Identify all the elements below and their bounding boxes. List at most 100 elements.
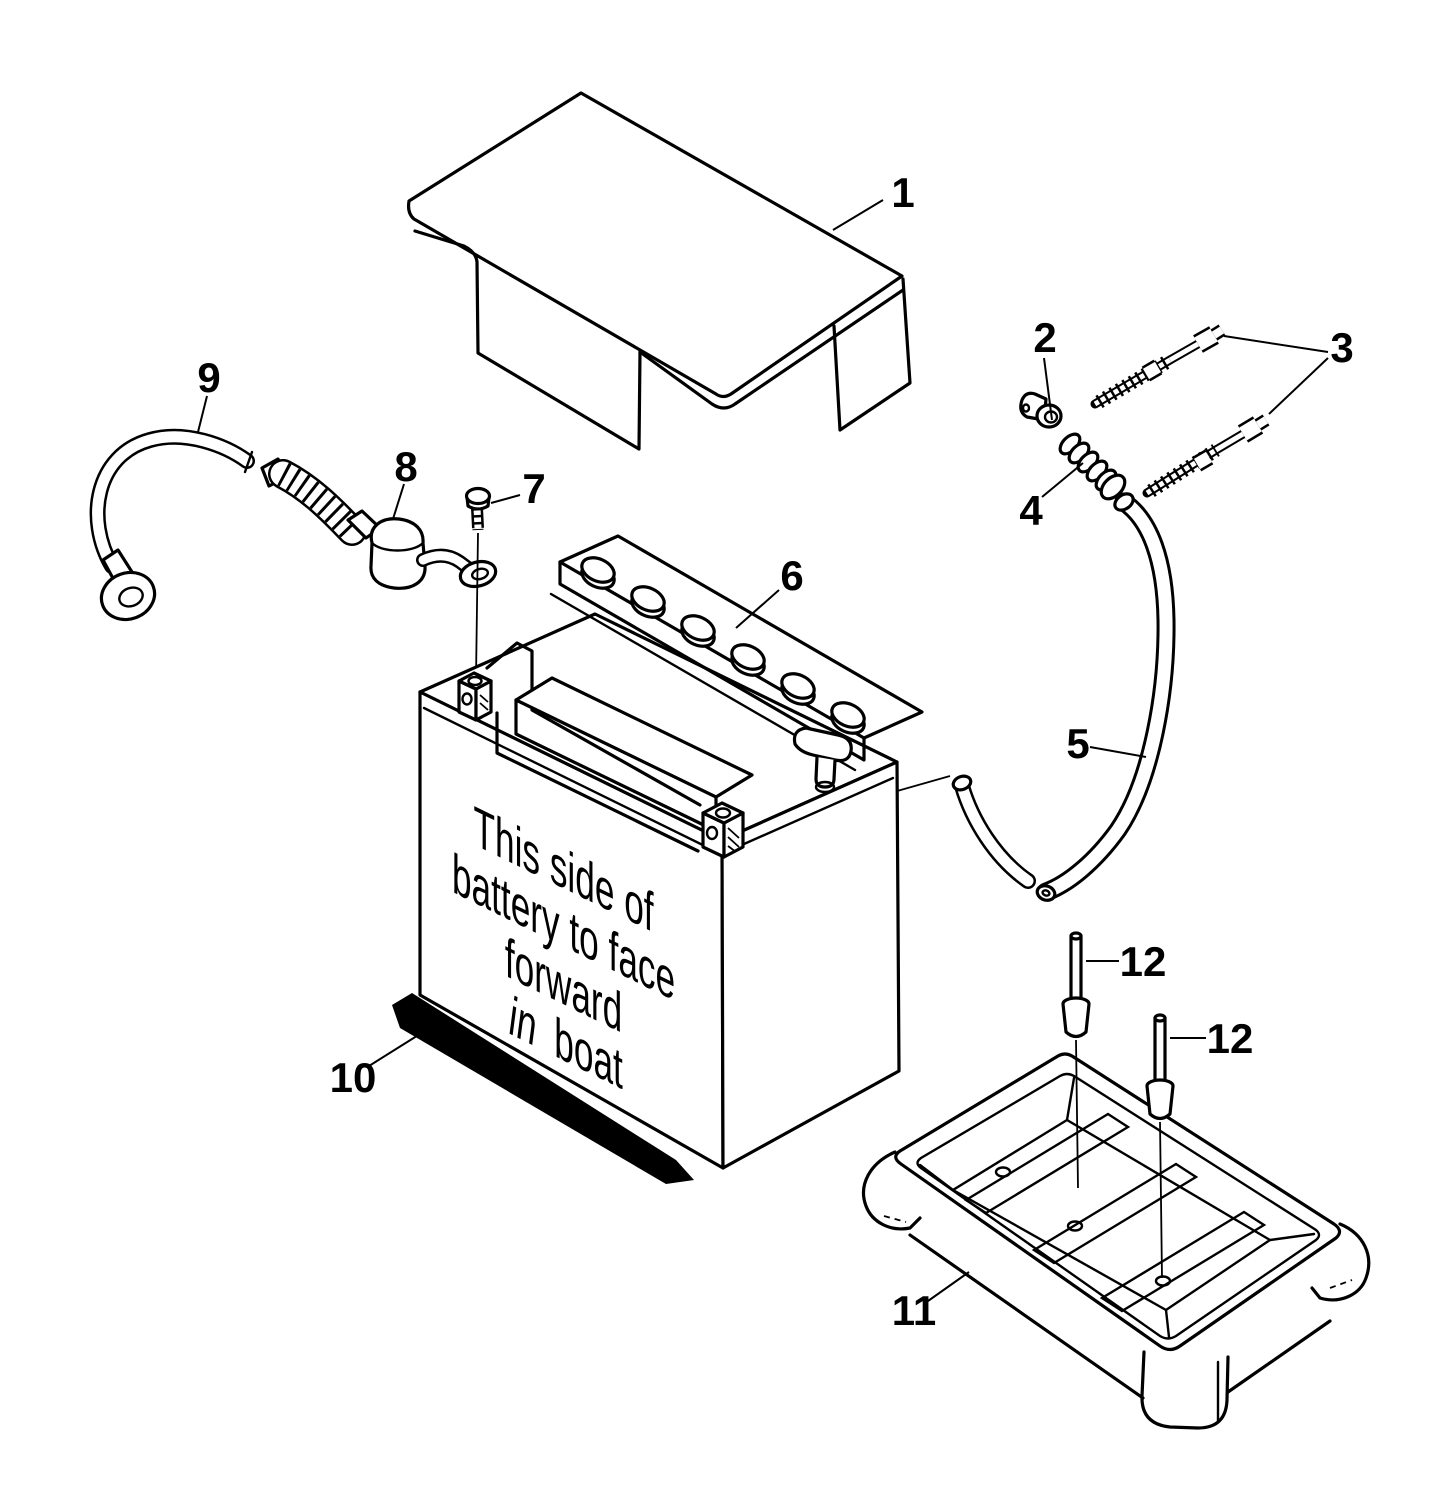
floor-hole-2 (1066, 1220, 1084, 1232)
terminal-left-face-hole (461, 692, 473, 706)
callout-1: 1 (891, 169, 914, 216)
terminal-right-face-hole (705, 825, 719, 841)
callout-6: 6 (780, 552, 803, 599)
vent-tube (829, 492, 1176, 902)
spring-end-disc (1099, 473, 1127, 501)
pin2-stem (1153, 1016, 1167, 1084)
elbow-tab-hole (1021, 403, 1031, 413)
tray-right-wing-crease (1329, 1279, 1353, 1289)
bolt1-threads (1095, 353, 1174, 409)
tube-open-end (1113, 492, 1135, 512)
terminal-left-top (457, 671, 493, 691)
terminal-left-hatch (479, 694, 489, 711)
battery-tray (861, 1052, 1371, 1430)
leader-8 (392, 483, 405, 520)
pin1-stem-top (1069, 931, 1083, 941)
leader-11 (927, 1271, 970, 1302)
cell-cap-6 (830, 701, 866, 729)
leader-2 (1043, 357, 1053, 421)
cable-core (92, 431, 253, 572)
tray-left-wing (861, 1150, 922, 1231)
terminal-block-right (701, 801, 745, 859)
tray-left-wing-crease (883, 1215, 907, 1223)
battery-right-face (720, 760, 901, 1170)
bolt2-threads (1147, 444, 1220, 497)
cell-cap-2 (630, 585, 666, 613)
terminal-right-top (701, 801, 745, 825)
screw-axis-line (475, 532, 479, 679)
cell-cap-3 (680, 614, 716, 642)
vent-elbow (1019, 391, 1063, 429)
right-chamfer-line (724, 776, 895, 854)
terminal-right-top-hole (714, 807, 732, 819)
front-chamfer-line (422, 706, 721, 855)
mounting-bolts (1090, 324, 1270, 498)
bolt2-collar (1193, 451, 1213, 470)
callouts: 1 2 3 4 5 6 7 8 9 10 11 12 12 (197, 169, 1354, 1334)
cell-caps (580, 556, 866, 735)
top-notch-line (485, 641, 702, 807)
tray-inner-flange (916, 1072, 1321, 1340)
cover-top-face (406, 91, 904, 399)
tray-skirt-right (1226, 1319, 1332, 1394)
pin2-stem-top (1153, 1013, 1167, 1023)
leader-4 (1041, 462, 1084, 498)
tube-bottom-bore (1041, 889, 1051, 897)
tray-right-wing (1310, 1222, 1371, 1302)
callout-11: 11 (892, 1287, 936, 1334)
pin1-rod (1075, 1039, 1079, 1189)
callout-9: 9 (197, 354, 220, 401)
floor-pad-2 (1031, 1162, 1199, 1265)
hold-down-pins (1061, 931, 1175, 1279)
leader-1 (832, 199, 884, 231)
leader-6 (735, 589, 780, 629)
battery-cover (406, 91, 912, 451)
strap-core (418, 551, 473, 573)
pin-1 (1061, 931, 1091, 1189)
cell-cap-4 (730, 643, 766, 671)
cover-front-rim-left (413, 229, 642, 451)
callout-8: 8 (394, 443, 417, 490)
ring-terminal-hole (118, 586, 144, 608)
tray-foot (1140, 1350, 1230, 1430)
pin1-stem (1069, 934, 1083, 1002)
cell-cap-5 (780, 672, 816, 700)
tube-outline (1036, 492, 1176, 902)
battery-cable-assembly (89, 428, 498, 679)
cover-right-flap (832, 277, 912, 432)
battery: This side of battery to face forward in … (418, 534, 924, 1170)
leader-9 (197, 395, 208, 433)
pin-2 (1145, 1013, 1175, 1279)
callout-4: 4 (1019, 487, 1043, 534)
terminal-block-left (457, 671, 493, 722)
terminal-screw (464, 486, 492, 679)
callout-12b: 12 (1207, 1015, 1254, 1062)
pin2-rod (1159, 1121, 1163, 1279)
check-valve-spring (1058, 432, 1127, 501)
ring-terminal (99, 570, 157, 622)
pin2-grommet (1145, 1085, 1175, 1121)
cable-break-end (243, 450, 254, 474)
cable-eyelet-hole (470, 567, 490, 581)
screw-head (464, 486, 492, 506)
cell-cap-1 (580, 556, 616, 584)
floor-hole-1 (994, 1166, 1012, 1178)
bolt-2 (1142, 414, 1270, 498)
short-tube-body (956, 780, 1034, 887)
bolt1-collar (1142, 361, 1162, 380)
vent-spout (792, 726, 853, 763)
terminal-left-top-hole (467, 675, 483, 687)
leader-10 (368, 1028, 429, 1067)
vent-nub-end (814, 780, 836, 794)
bolt2-head-cap (1255, 416, 1269, 429)
tray-skirt-left (908, 1233, 1145, 1400)
terminal-boot-rim (370, 541, 425, 552)
callout-5: 5 (1066, 720, 1089, 767)
tray-wall-corners (918, 1076, 1316, 1339)
callout-2: 2 (1033, 314, 1056, 361)
bolt1-head (1194, 328, 1218, 351)
leader-7 (490, 494, 521, 504)
warning-line-4-italic: in (509, 984, 536, 1060)
plateau-edge (495, 711, 700, 853)
